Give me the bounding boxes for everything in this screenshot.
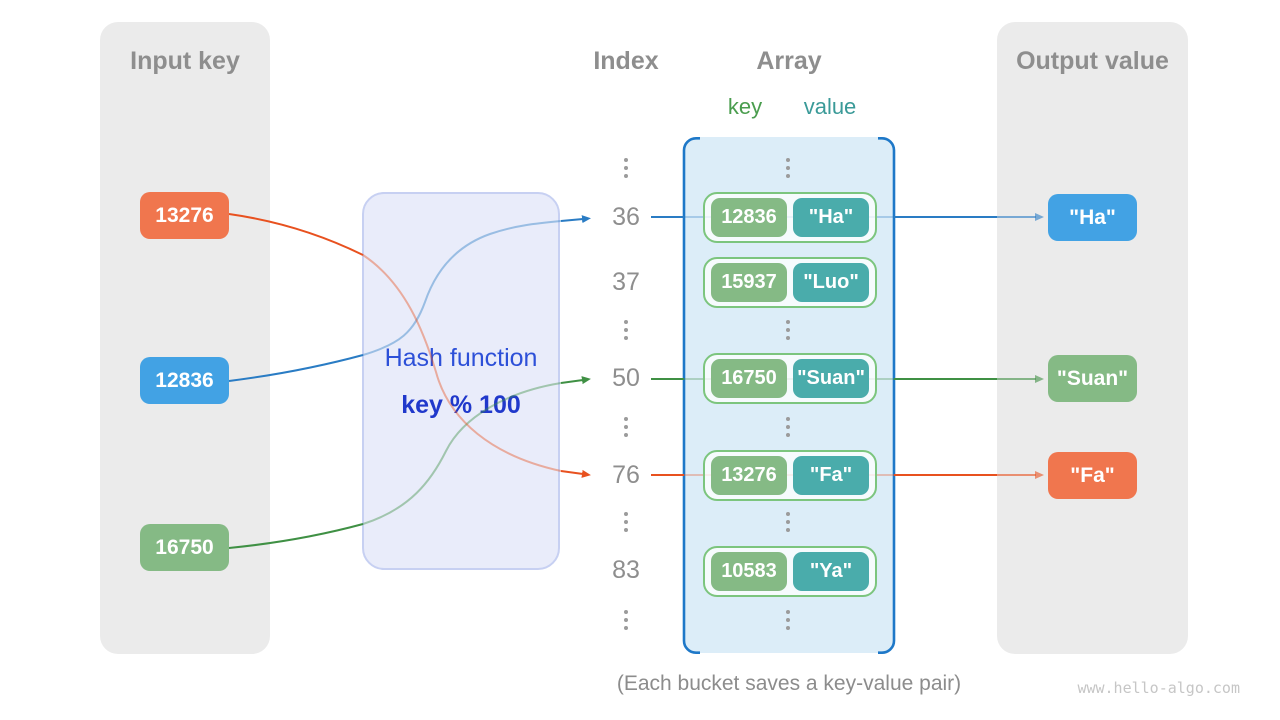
- value-column-header: value: [803, 94, 857, 119]
- array-ellipsis: [785, 512, 791, 532]
- bucket-pair-76: 13276 "Fa": [703, 450, 877, 501]
- pair-key: 10583: [711, 552, 787, 591]
- output-panel-title: Output value: [1016, 47, 1169, 75]
- index-ellipsis: [623, 417, 629, 437]
- pair-value: "Suan": [793, 359, 869, 398]
- index-value-36: 36: [612, 203, 640, 231]
- index-value-50: 50: [612, 364, 640, 392]
- output-value-fa: "Fa": [1048, 452, 1137, 499]
- pair-key: 16750: [711, 359, 787, 398]
- hash-function-formula: key % 100: [401, 391, 521, 419]
- index-value-37: 37: [612, 268, 640, 296]
- pair-key: 15937: [711, 263, 787, 302]
- row-arrows: [651, 213, 1044, 479]
- bucket-pair-36: 12836 "Ha": [703, 192, 877, 243]
- pair-value: "Fa": [793, 456, 869, 495]
- pair-value: "Ya": [793, 552, 869, 591]
- index-ellipsis: [623, 512, 629, 532]
- index-ellipsis: [623, 158, 629, 178]
- array-ellipsis: [785, 320, 791, 340]
- hash-function-title: Hash function: [384, 344, 538, 372]
- index-column-title: Index: [593, 47, 659, 75]
- array-ellipsis: [785, 610, 791, 630]
- array-ellipsis: [785, 417, 791, 437]
- index-value-83: 83: [612, 556, 640, 584]
- input-key-13276: 13276: [140, 192, 229, 239]
- hash-function-box: [362, 192, 560, 570]
- array-left-bracket: [682, 137, 700, 654]
- output-value-panel: [997, 22, 1188, 654]
- bucket-pair-83: 10583 "Ya": [703, 546, 877, 597]
- output-value-ha: "Ha": [1048, 194, 1137, 241]
- index-value-76: 76: [612, 461, 640, 489]
- output-value-suan: "Suan": [1048, 355, 1137, 402]
- pair-key: 12836: [711, 198, 787, 237]
- bucket-pair-50: 16750 "Suan": [703, 353, 877, 404]
- input-key-16750: 16750: [140, 524, 229, 571]
- diagram-caption: (Each bucket saves a key-value pair): [616, 672, 962, 695]
- pair-key: 13276: [711, 456, 787, 495]
- input-key-12836: 12836: [140, 357, 229, 404]
- array-right-bracket: [878, 137, 896, 654]
- array-ellipsis: [785, 158, 791, 178]
- key-column-header: key: [727, 94, 763, 119]
- pair-value: "Luo": [793, 263, 869, 302]
- site-watermark: www.hello-algo.com: [1077, 679, 1240, 697]
- array-title: Array: [756, 47, 822, 75]
- index-ellipsis: [623, 610, 629, 630]
- input-panel-title: Input key: [130, 47, 240, 75]
- index-ellipsis: [623, 320, 629, 340]
- bucket-pair-37: 15937 "Luo": [703, 257, 877, 308]
- pair-value: "Ha": [793, 198, 869, 237]
